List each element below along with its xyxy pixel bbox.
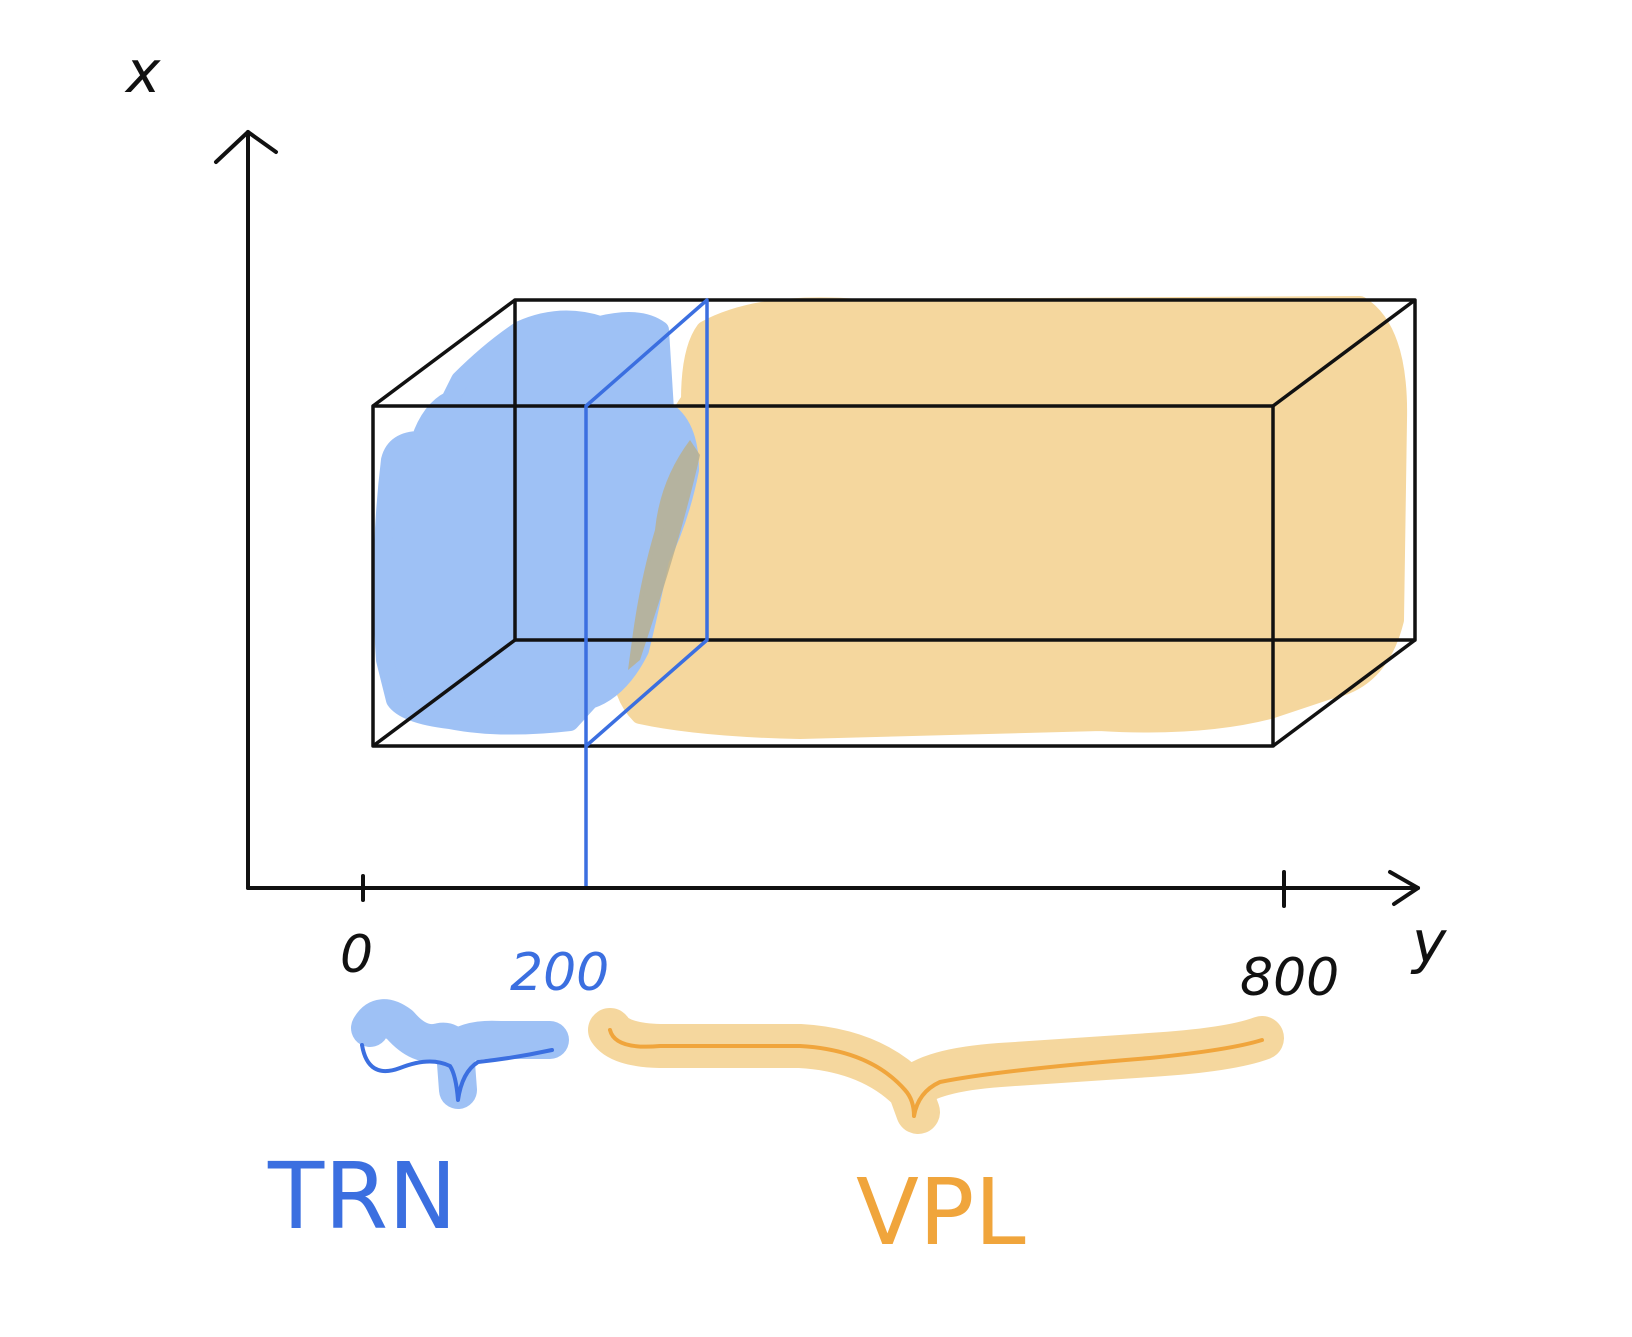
trn-brace <box>351 999 569 1109</box>
tick-label-0: 0 <box>340 925 373 985</box>
axes <box>214 130 1420 908</box>
split-plane <box>584 298 709 888</box>
vertical-axis-arrowhead <box>214 130 278 164</box>
box-edge <box>371 638 517 748</box>
vpl-brace <box>588 1008 1284 1134</box>
box-wireframe <box>371 298 1417 748</box>
vpl-region-fill <box>611 296 1408 739</box>
vertical-axis-label: x <box>124 38 161 106</box>
box-back-face <box>513 298 1417 642</box>
horizontal-axis-arrowhead <box>1388 870 1420 906</box>
box-edge <box>371 298 517 408</box>
box-edge <box>1271 638 1417 748</box>
tick-label-200: 200 <box>510 943 609 1003</box>
box-front-face <box>371 404 1275 748</box>
horizontal-axis-label: y <box>1410 908 1447 976</box>
trn-region-fill <box>373 310 699 735</box>
trn-label: TRN <box>267 1143 457 1250</box>
box-edge <box>1271 298 1417 408</box>
vpl-label: VPL <box>856 1159 1026 1266</box>
overlap-tint <box>628 440 700 670</box>
tick-label-800: 800 <box>1240 948 1339 1008</box>
